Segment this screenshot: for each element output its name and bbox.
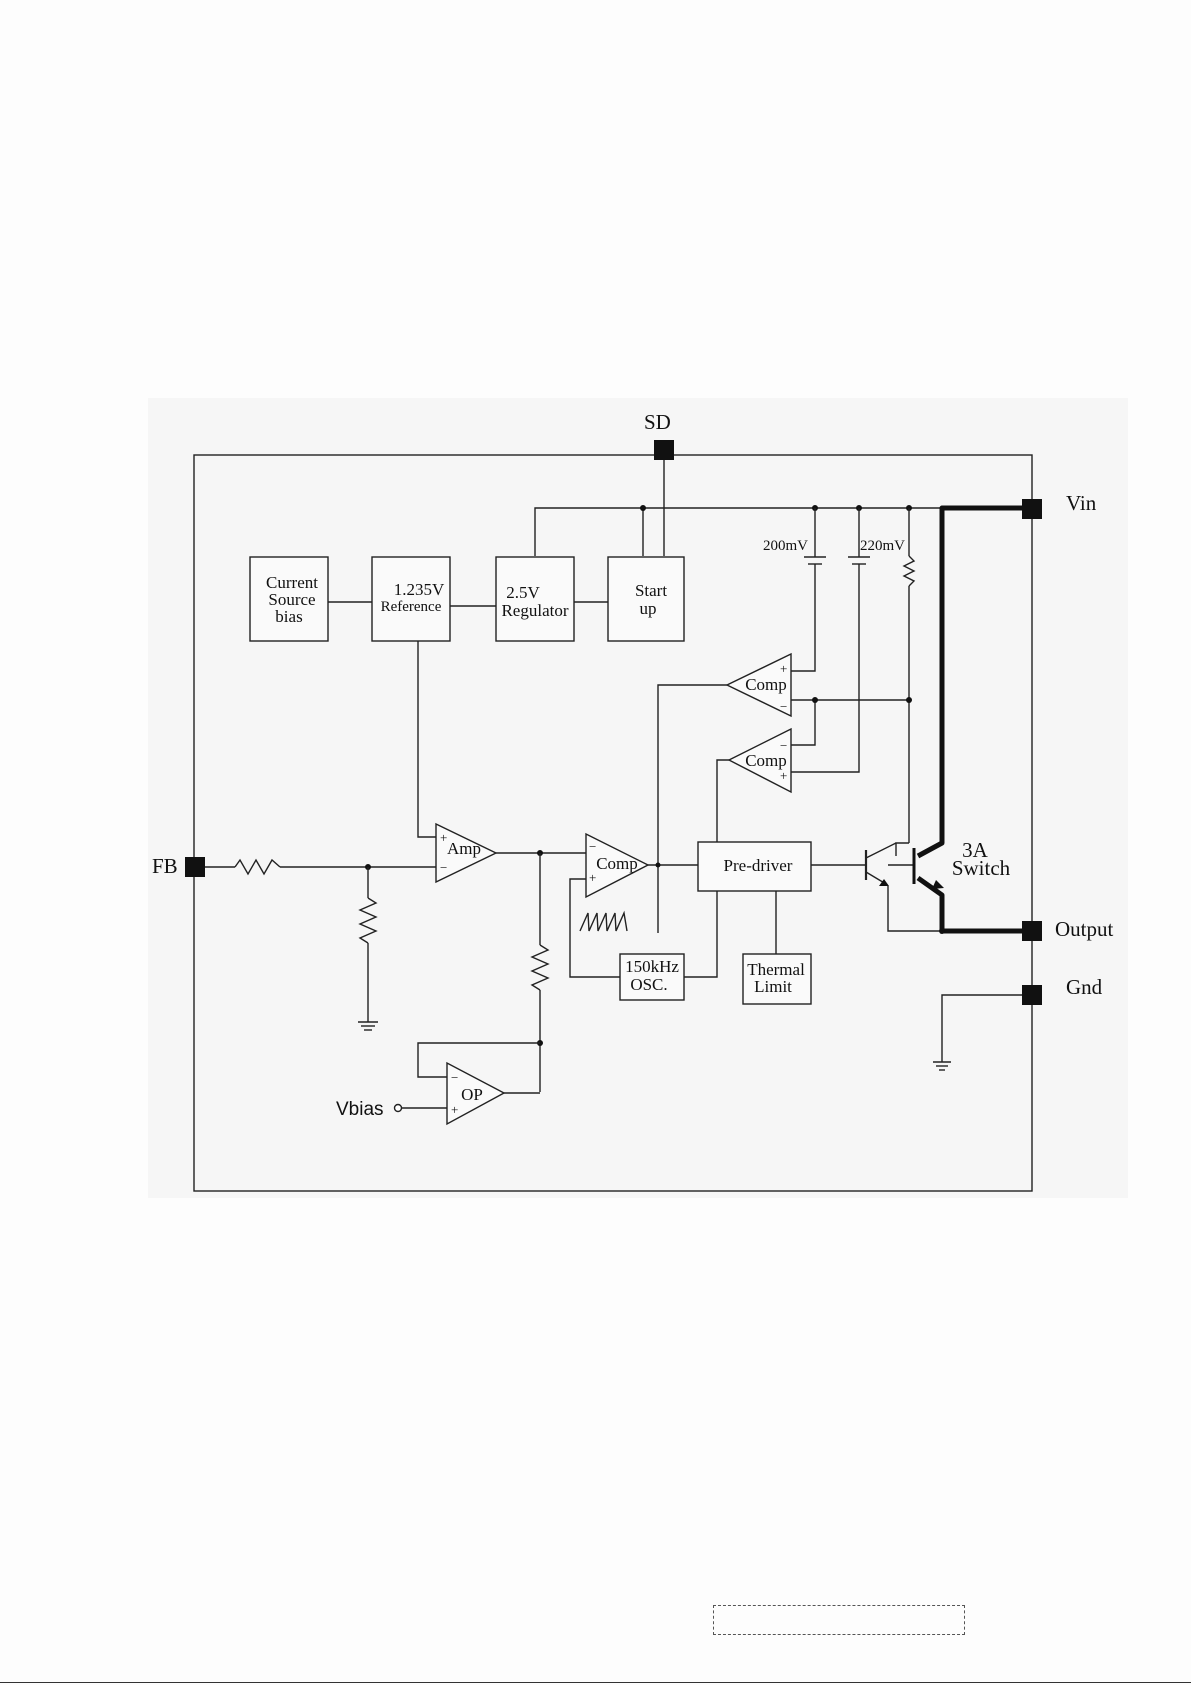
osc-line1: 150kHz: [625, 957, 679, 976]
sign: −: [440, 860, 447, 875]
fb-label: FB: [152, 854, 178, 878]
startup-block: Start up: [608, 557, 684, 641]
reference-block: 1.235V Reference: [372, 557, 450, 641]
bottom-rule: [0, 1682, 1191, 1683]
junction-dot: [656, 863, 661, 868]
sd-label: SD: [644, 410, 671, 434]
thermal-line2: Limit: [754, 977, 792, 996]
oscillator-block: 150kHz OSC.: [620, 954, 684, 1000]
current-source-block: Current Source bias: [250, 557, 328, 641]
sign: +: [440, 830, 447, 845]
sd-pin[interactable]: [654, 440, 674, 460]
junction-dot: [939, 928, 945, 934]
label-200mv: 200mV: [763, 538, 808, 554]
startup-line2: up: [640, 599, 657, 618]
vbias-label: Vbias: [336, 1099, 384, 1120]
junction-dot: [640, 505, 646, 511]
sign: +: [780, 661, 787, 676]
vin-pin[interactable]: [1022, 499, 1042, 519]
sign: −: [780, 699, 787, 714]
regulator-line1: 2.5V: [506, 583, 540, 602]
gnd-pin[interactable]: [1022, 985, 1042, 1005]
sign: −: [589, 839, 596, 854]
gnd-label: Gnd: [1066, 975, 1103, 999]
sign: −: [780, 738, 787, 753]
vin-label: Vin: [1066, 491, 1097, 515]
fb-pin[interactable]: [185, 857, 205, 877]
output-label: Output: [1055, 917, 1114, 941]
label-220mv: 220mV: [860, 538, 905, 554]
sign: +: [589, 870, 596, 885]
sign: −: [451, 1070, 458, 1085]
op-label: OP: [461, 1085, 483, 1104]
sign: +: [451, 1102, 458, 1117]
sign: +: [780, 768, 787, 783]
footer-box: [713, 1605, 965, 1635]
switch-label-line2: Switch: [952, 856, 1011, 880]
vbias-terminal[interactable]: [395, 1105, 402, 1112]
comp-main-label: Comp: [596, 854, 638, 873]
predriver-block: Pre-driver: [698, 842, 811, 891]
current-source-line3: bias: [275, 607, 302, 626]
amp-label: Amp: [447, 839, 481, 858]
regulator-block: 2.5V Regulator: [496, 557, 574, 641]
junction-dot: [906, 697, 912, 703]
output-pin[interactable]: [1022, 921, 1042, 941]
reference-line2: Reference: [381, 599, 442, 615]
diagram-background: [148, 398, 1128, 1198]
predriver-label: Pre-driver: [724, 856, 793, 875]
startup-line1: Start: [635, 581, 667, 600]
thermal-limit-block: Thermal Limit: [743, 954, 811, 1004]
osc-line2: OSC.: [630, 975, 667, 994]
junction-dot: [812, 697, 818, 703]
reference-line1: 1.235V: [394, 580, 445, 599]
comp-upper-label: Comp: [745, 675, 787, 694]
regulator-line2: Regulator: [501, 601, 568, 620]
